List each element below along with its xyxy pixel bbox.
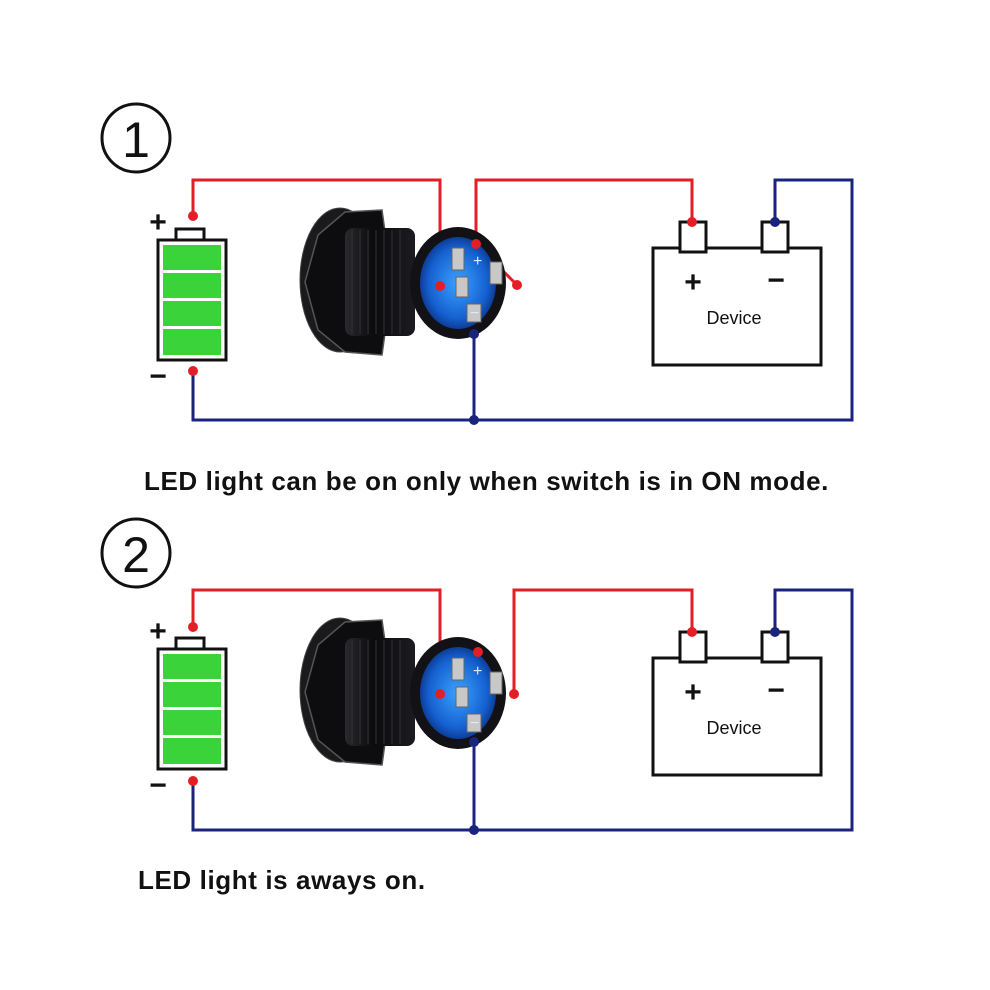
diagram-number: 1 <box>122 112 150 168</box>
device-label: Device <box>706 718 761 738</box>
battery-cell <box>163 329 221 355</box>
switch-no-terminal <box>509 689 519 699</box>
switch-ground-terminal <box>469 737 479 747</box>
battery: + − <box>149 615 228 802</box>
device-positive-wire <box>512 588 694 694</box>
switch-com-terminal <box>473 647 483 657</box>
battery-cell <box>163 738 221 764</box>
device-minus-label: − <box>767 674 785 707</box>
device-minus-label: − <box>767 264 785 297</box>
diagram-1: 1 + − <box>100 102 854 425</box>
device-plus-label: + <box>684 676 702 709</box>
switch-thread <box>345 638 415 746</box>
ground-junction <box>469 415 479 425</box>
negative-wire <box>191 588 854 832</box>
switch-terminal <box>466 303 482 323</box>
battery-plus-label: + <box>149 615 167 648</box>
battery-cell <box>163 245 221 270</box>
switch-thread <box>345 228 415 336</box>
battery-cell <box>163 273 221 298</box>
device: + − Device <box>651 627 823 777</box>
device-minus-terminal <box>770 627 780 637</box>
battery-plus-label: + <box>149 206 167 239</box>
battery-cell <box>163 682 221 707</box>
battery: + − <box>149 206 228 393</box>
diagram-number-circle <box>100 517 172 589</box>
device-plus-label: + <box>684 266 702 299</box>
switch-led-terminal <box>435 689 445 699</box>
switch-terminal <box>455 276 469 298</box>
caption-diagram-2: LED light is aways on. <box>138 865 426 895</box>
push-button-switch: + − <box>299 207 506 356</box>
led-plus-mark: + <box>473 663 482 680</box>
battery-minus-terminal <box>188 776 198 786</box>
led-plus-mark: + <box>473 253 482 270</box>
led-minus-mark: − <box>470 305 479 322</box>
switch-led-terminal <box>435 281 445 291</box>
switch-terminal <box>455 686 469 708</box>
switch-ground-terminal <box>469 329 479 339</box>
battery-minus-terminal <box>188 366 198 376</box>
device-minus-terminal <box>770 217 780 227</box>
battery-minus-label: − <box>149 360 167 393</box>
device-plus-terminal <box>687 627 697 637</box>
device-label: Device <box>706 308 761 328</box>
device-body <box>651 246 823 367</box>
switch-no-terminal <box>512 280 522 290</box>
switch-terminal <box>489 671 503 695</box>
switch-com-terminal <box>471 239 481 249</box>
device: + − Device <box>651 217 823 367</box>
diagram-number-circle <box>100 102 172 174</box>
led-minus-mark: − <box>470 715 479 732</box>
diagram-number: 2 <box>122 527 150 583</box>
caption-diagram-1: LED light can be on only when switch is … <box>144 466 829 496</box>
push-button-switch: + − <box>299 617 506 766</box>
battery-plus-terminal <box>188 211 198 221</box>
negative-wire <box>191 178 854 422</box>
switch-terminal <box>466 713 482 733</box>
switch-terminal <box>451 657 465 681</box>
device-plus-terminal <box>687 217 697 227</box>
device-body <box>651 656 823 777</box>
battery-minus-label: − <box>149 769 167 802</box>
battery-cell <box>163 710 221 735</box>
battery-plus-terminal <box>188 622 198 632</box>
battery-cell <box>163 654 221 679</box>
battery-cell <box>163 301 221 326</box>
switch-terminal <box>489 261 503 285</box>
switch-terminal <box>451 247 465 271</box>
ground-junction <box>469 825 479 835</box>
diagram-2: 2 + − <box>100 517 854 835</box>
device-positive-wire <box>474 178 694 244</box>
